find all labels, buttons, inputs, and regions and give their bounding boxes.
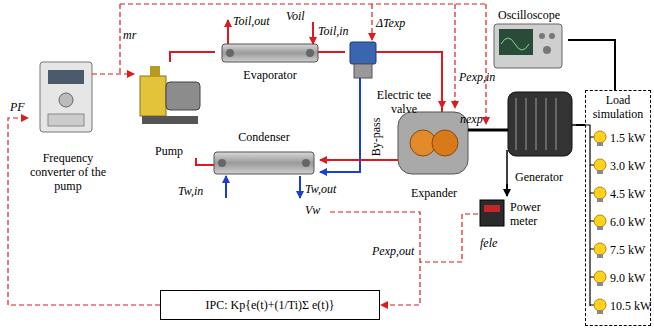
pump-node: Pump bbox=[134, 62, 204, 158]
signal-label: Pexp,out bbox=[372, 244, 414, 258]
bulb-icon bbox=[592, 184, 608, 204]
valve-node: Electric tee valve bbox=[345, 40, 435, 116]
node-text: 3.0 kW bbox=[610, 159, 645, 173]
generator-node: Generator bbox=[502, 84, 576, 184]
node-text: 4.5 kW bbox=[610, 187, 645, 201]
node-text: Electric tee valve bbox=[373, 88, 435, 116]
signal-label: fele bbox=[480, 236, 497, 250]
signal-label: Toil,in bbox=[318, 24, 349, 38]
edge-label: PF bbox=[10, 100, 25, 114]
connector bbox=[108, 73, 134, 74]
evaporator-node: Evaporator bbox=[215, 40, 325, 82]
node-text: Power meter bbox=[510, 200, 560, 228]
load-box: Load simulation 1.5 kW 3.0 kW 4.5 kW 6.0 kW 7… bbox=[585, 90, 651, 326]
controller-box: IPC: Kp{e(t)+(1/Ti)Σ e(t)} bbox=[160, 290, 380, 320]
signal-label: Tw,in bbox=[178, 184, 203, 198]
signal-label: Pexp,in bbox=[459, 70, 495, 84]
lamp-node: 9.0 kW bbox=[592, 267, 650, 289]
converter-node: Frequency converter of the pump bbox=[28, 58, 108, 193]
node-text: Condenser bbox=[238, 130, 289, 144]
power-meter-picture bbox=[480, 200, 504, 226]
node-text: IPC: Kp{e(t)+(1/Ti)Σ e(t)} bbox=[206, 298, 335, 312]
lamp-node: 4.5 kW bbox=[592, 183, 650, 205]
lamp-node: 3.0 kW bbox=[592, 155, 650, 177]
oscilloscope-node: Oscilloscope bbox=[490, 8, 568, 72]
signal-lines bbox=[92, 4, 486, 305]
connector bbox=[8, 118, 160, 305]
edge-label: mr bbox=[123, 28, 136, 42]
bulb-icon bbox=[592, 268, 608, 288]
node-text: Evaporator bbox=[243, 68, 296, 82]
node-text: Load simulation bbox=[586, 93, 650, 121]
connector bbox=[506, 184, 508, 196]
converter-picture bbox=[40, 62, 92, 132]
bulb-icon bbox=[592, 128, 608, 148]
connector bbox=[576, 124, 585, 126]
connector bbox=[476, 129, 502, 132]
generator-picture bbox=[502, 92, 576, 184]
signal-label: Toil,out bbox=[233, 14, 270, 28]
node-text: Expander bbox=[411, 186, 457, 200]
node-text: Oscilloscope bbox=[498, 8, 560, 22]
signal-label: nexp bbox=[460, 112, 483, 126]
connector bbox=[320, 116, 360, 172]
node-text: Generator bbox=[515, 170, 563, 184]
bulb-icon bbox=[592, 212, 608, 232]
lamp-node: 7.5 kW bbox=[592, 239, 650, 261]
evaporator-picture bbox=[222, 44, 345, 62]
condenser-node: Condenser bbox=[208, 130, 320, 180]
signal-label: Tw,out bbox=[305, 182, 336, 196]
node-text: Pump bbox=[155, 144, 183, 158]
fluid-arrows bbox=[226, 20, 313, 198]
power-meter-node: Power meter bbox=[478, 196, 560, 232]
node-text: 1.5 kW bbox=[610, 131, 645, 145]
connector bbox=[325, 51, 345, 53]
signal-label: ΔTexp bbox=[376, 16, 405, 30]
lamp-node: 1.5 kW bbox=[592, 127, 650, 149]
signal-label: Vw bbox=[305, 203, 320, 217]
node-text: 7.5 kW bbox=[610, 243, 645, 257]
oscilloscope-picture bbox=[494, 24, 562, 68]
node-text: 9.0 kW bbox=[610, 271, 645, 285]
node-text: Frequency converter of the pump bbox=[28, 151, 108, 193]
bulb-icon bbox=[592, 156, 608, 176]
connector bbox=[320, 159, 392, 161]
load-bus bbox=[585, 125, 594, 306]
node-text: 6.0 kW bbox=[610, 215, 645, 229]
connector bbox=[435, 52, 442, 108]
node-text: 10.5 kW bbox=[610, 299, 651, 313]
signal-label: Voil bbox=[286, 9, 305, 23]
bulb-icon bbox=[592, 296, 608, 316]
lamp-node: 6.0 kW bbox=[592, 211, 650, 233]
bulb-icon bbox=[592, 240, 608, 260]
lamp-node: 10.5 kW bbox=[592, 295, 650, 317]
condenser-picture bbox=[208, 152, 314, 174]
connector bbox=[568, 40, 615, 90]
valve-picture bbox=[350, 42, 435, 116]
connector bbox=[170, 52, 215, 62]
connector bbox=[196, 158, 208, 165]
pump-picture bbox=[140, 66, 200, 124]
edge-label: By-pass bbox=[369, 117, 383, 158]
